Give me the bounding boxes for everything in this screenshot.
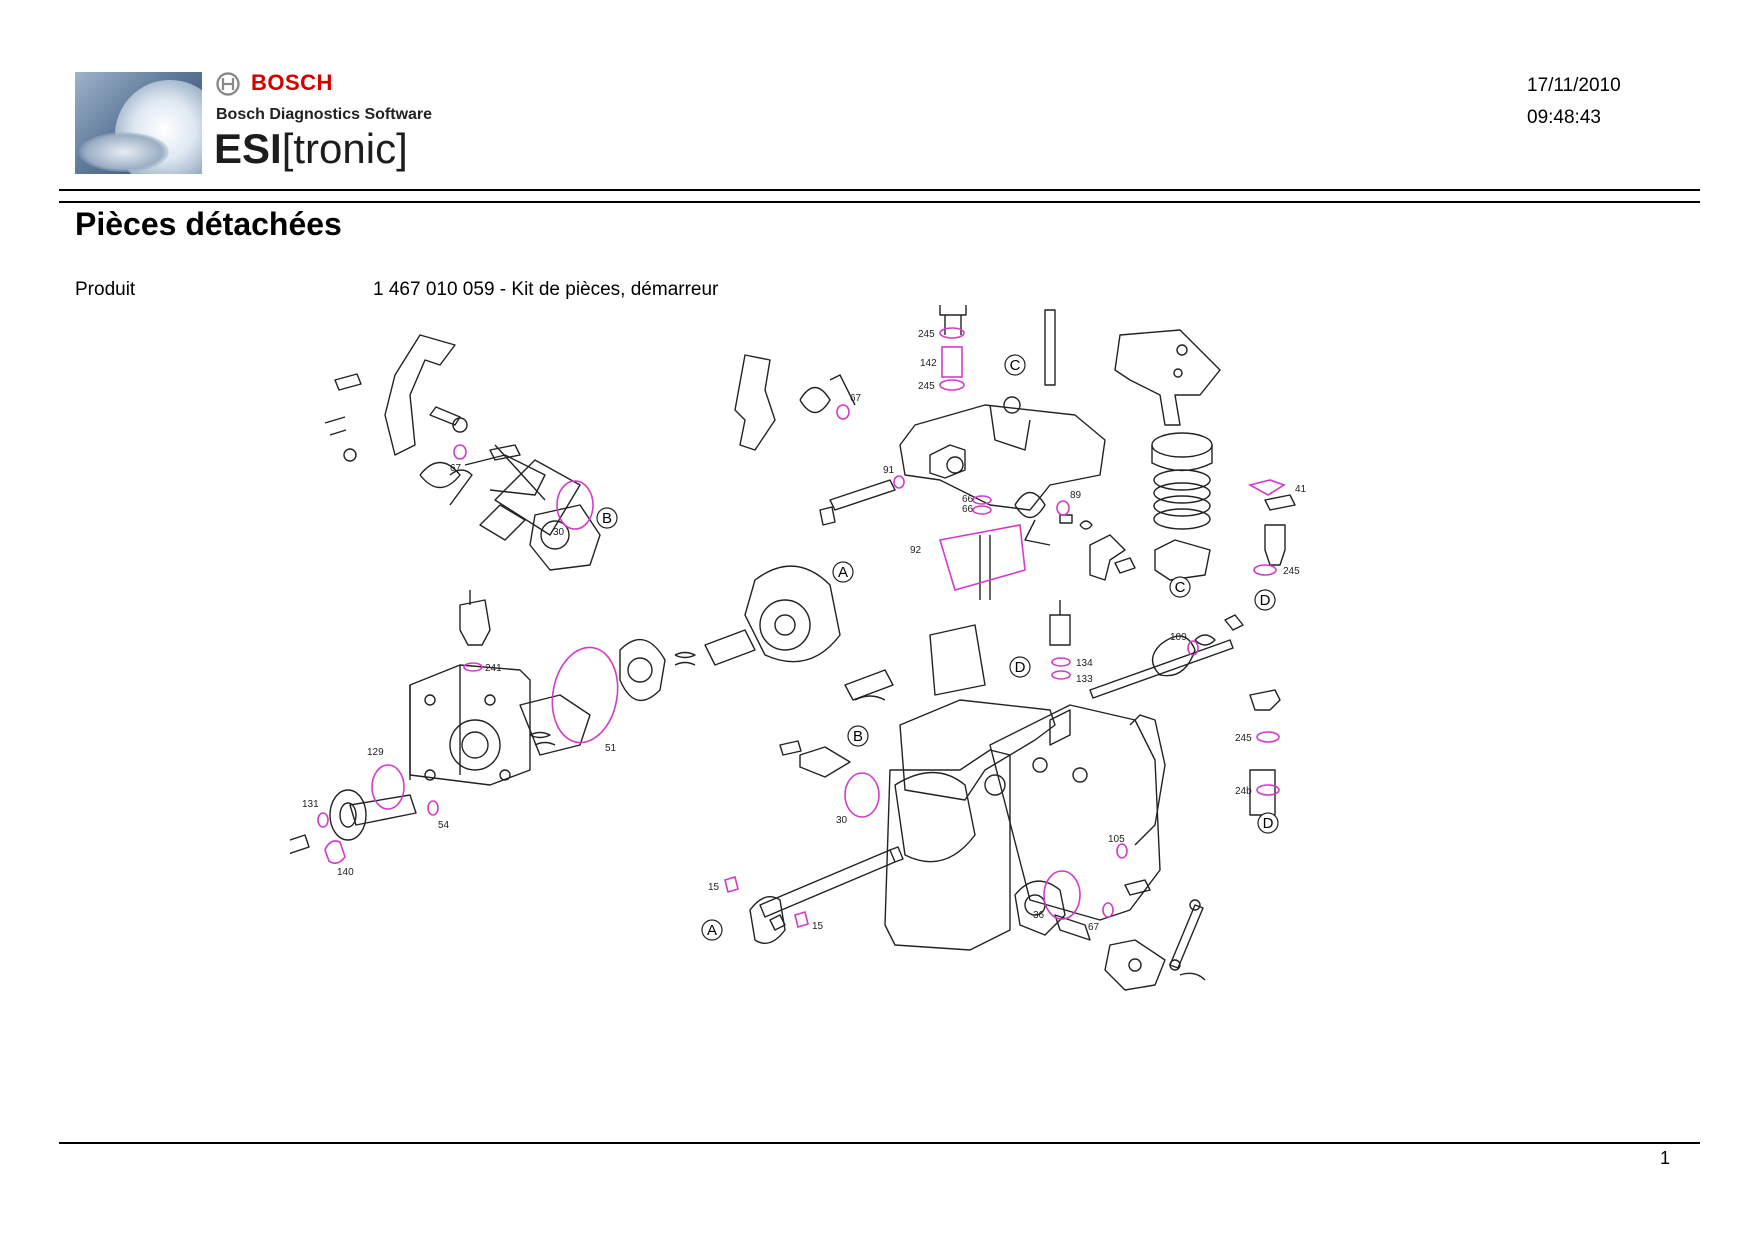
seal-245-top [939,327,965,339]
page-title: Pièces détachées [75,206,342,242]
callout-c-upper: C [1004,354,1026,376]
seal-245-right [1253,564,1277,576]
label-134: 134 [1076,658,1093,669]
bosch-brand: BOSCH [251,70,333,95]
svg-text:A: A [838,564,848,581]
header-divider-2 [59,201,1700,203]
seal-245-lower [1256,731,1280,743]
callout-a-upper: A [832,561,854,583]
label-66-b: 66 [962,504,974,515]
label-15-a: 15 [708,882,720,893]
part-number-labels: 245 142 245 67 67 30 91 66 66 89 92 41 2… [302,329,1307,933]
oring-51 [551,646,619,744]
diagram-linework [290,305,1296,991]
print-time: 09:48:43 [1527,107,1601,128]
label-109: 109 [1170,632,1187,643]
label-89: 89 [1070,490,1082,501]
callout-a-lower: A [701,919,723,941]
clip-15-b [794,910,809,929]
product-strong: ESI [214,125,282,172]
seal-133 [1051,670,1071,680]
label-24b: 24b [1235,786,1252,797]
label-30-lower: 30 [836,815,848,826]
label-54: 54 [438,820,450,831]
seal-54 [427,800,439,816]
label-131: 131 [302,799,319,810]
seal-241 [463,662,483,672]
label-15-b: 15 [812,921,824,932]
label-91: 91 [883,465,895,476]
label-140: 140 [337,867,354,878]
footer-divider [59,1142,1700,1144]
seal-66-a [972,495,992,505]
seal-245-mid [939,379,965,391]
product-label: Produit [75,279,136,300]
highlighted-seals [317,327,1286,929]
seal-105 [1116,843,1128,859]
svg-text:D: D [1260,592,1271,609]
label-245-lower: 245 [1235,733,1252,744]
seal-67-upper [836,404,850,420]
seal-24b [1256,784,1280,796]
svg-text:C: C [1010,357,1021,374]
oring-36 [1043,870,1081,920]
svg-text:A: A [707,922,717,939]
callout-b-lower: B [847,725,869,747]
bosch-armature-icon [216,72,240,96]
exploded-parts-diagram: A A B B C C D D D 245 142 245 67 67 30 9… [290,305,1307,991]
label-30-left: 30 [553,527,565,538]
label-92: 92 [910,545,922,556]
label-67-lower: 67 [1088,922,1100,933]
svg-text:D: D [1263,815,1274,832]
product-value: 1 467 010 059 - Kit de pièces, démarreur [373,279,719,300]
seal-134 [1051,657,1071,667]
label-241: 241 [485,663,502,674]
clip-15-a [724,875,739,894]
header-divider [59,189,1700,191]
seal-67-left [453,444,467,460]
print-date: 17/11/2010 [1527,75,1621,96]
page-number: 1 [1660,1148,1671,1168]
seal-30-left [556,480,594,530]
product-logo-text: ESI[tronic] [214,126,408,172]
seal-89 [1056,500,1070,516]
label-105: 105 [1108,834,1125,845]
callout-b-upper: B [596,507,618,529]
seal-109 [1187,640,1199,656]
label-66-a: 66 [962,494,974,505]
callout-c-lower: C [1169,576,1191,598]
gasket-92 [938,524,1026,591]
label-67-left: 67 [450,463,462,474]
label-51: 51 [605,743,617,754]
svg-text:C: C [1175,579,1186,596]
label-41: 41 [1295,484,1307,495]
seal-66-b [972,505,992,515]
label-133: 133 [1076,674,1093,685]
label-245-right: 245 [1283,566,1300,577]
oring-129 [371,764,405,810]
svg-text:B: B [853,728,863,745]
label-245-top: 245 [918,329,935,340]
software-line: Bosch Diagnostics Software [216,106,433,123]
cap-140 [324,840,346,865]
callout-letters: A A B B C C D D D [596,354,1279,941]
callout-d-middle: D [1009,656,1031,678]
svg-text:B: B [602,510,612,527]
label-129: 129 [367,747,384,758]
label-36: 36 [1033,910,1045,921]
product-bracket: [tronic] [281,125,408,172]
seal-67-lower [1102,902,1114,918]
sleeve-142 [941,346,963,378]
seal-91 [893,475,905,489]
oring-30-lower [844,772,880,818]
callout-d-lower: D [1257,812,1279,834]
label-142: 142 [920,358,937,369]
svg-text:D: D [1015,659,1026,676]
seal-131 [317,812,329,828]
label-67-upper: 67 [850,393,862,404]
label-245-mid: 245 [918,381,935,392]
esitronic-logo-image [75,72,202,174]
tab-41 [1247,479,1286,496]
callout-d-upper: D [1254,589,1276,611]
